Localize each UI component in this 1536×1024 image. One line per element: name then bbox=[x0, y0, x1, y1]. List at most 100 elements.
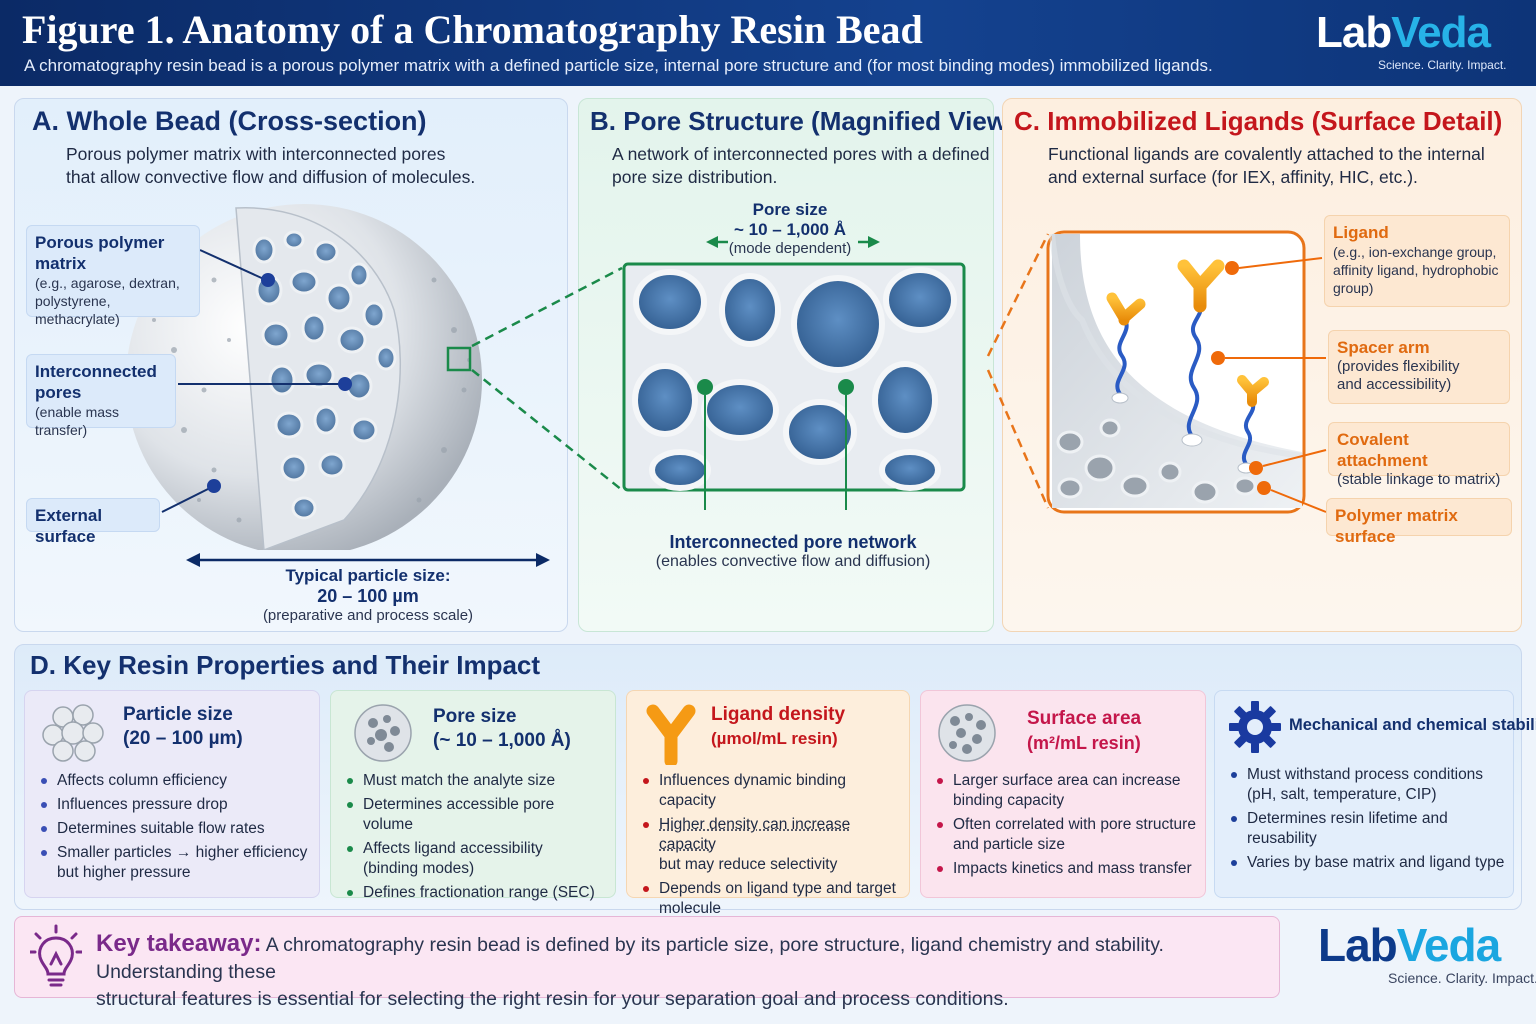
labveda-logo-bottom: LabVeda bbox=[1318, 918, 1501, 972]
card-3-bullet-3-cont: molecule bbox=[659, 900, 722, 917]
takeaway-text: Key takeaway: A chromatography resin bea… bbox=[96, 930, 1266, 1013]
callout-external-surface: External surface bbox=[26, 498, 160, 546]
callout-interconnected-pores: Interconnected pores (enable mass transf… bbox=[26, 354, 176, 438]
particles-icon bbox=[42, 704, 104, 762]
panel-a-description: Porous polymer matrix with interconnecte… bbox=[66, 143, 546, 189]
spacer-sub-1: (provides flexibility bbox=[1337, 358, 1460, 375]
card-3-bullet-2-cont: but may reduce selectivity bbox=[659, 856, 838, 873]
ligand-surface-illustration bbox=[986, 230, 1327, 514]
callout-porous-matrix: Porous polymer matrix (e.g., agarose, de… bbox=[26, 225, 200, 327]
card-3-title: Ligand density (µmol/mL resin) bbox=[711, 703, 845, 751]
card-surface-area: Surface area (m²/mL resin) Larger surfac… bbox=[920, 690, 1206, 898]
card-4-title-2: (m²/mL resin) bbox=[1027, 733, 1141, 753]
key-takeaway-box bbox=[14, 916, 1280, 998]
card-5-bullet-2-cont: reusability bbox=[1247, 830, 1317, 847]
card-pore-size: Pore size (~ 10 – 1,000 Å) Must match th… bbox=[330, 690, 616, 901]
takeaway-label: Key takeaway: bbox=[96, 930, 262, 957]
bead-illustration bbox=[126, 204, 482, 550]
particle-size-label: Typical particle size: 20 – 100 µm (prep… bbox=[200, 566, 536, 624]
card-3-bullets: Influences dynamic binding capacity High… bbox=[641, 771, 901, 923]
card-1-title-1: Particle size bbox=[123, 704, 233, 725]
panel-b-description: A network of interconnected pores with a… bbox=[612, 143, 992, 189]
size-label: Typical particle size: bbox=[285, 566, 451, 585]
surface-marker-c bbox=[1257, 481, 1271, 495]
logo-bottom-tagline: Science. Clarity. Impact. bbox=[1388, 970, 1536, 986]
spacer-title: Spacer arm bbox=[1337, 338, 1430, 357]
callout-matrix-title-1: Porous polymer bbox=[35, 233, 165, 252]
card-1-bullet-4: Smaller particles → higher efficiency bbox=[39, 843, 311, 863]
ligand-y-1 bbox=[1106, 292, 1146, 326]
covalent-marker bbox=[1249, 461, 1263, 475]
card-2-bullet-1: Must match the analyte size bbox=[345, 771, 607, 791]
pore-network-marker-1 bbox=[697, 379, 713, 395]
panel-c-description: Functional ligands are covalently attach… bbox=[1048, 143, 1518, 189]
logo-veda: Veda bbox=[1391, 8, 1491, 57]
panel-b-title: B. Pore Structure (Magnified View) bbox=[590, 106, 1016, 136]
card-5-bullets: Must withstand process conditions (pH, s… bbox=[1229, 765, 1505, 877]
panel-c-desc-line-1: Functional ligands are covalently attach… bbox=[1048, 144, 1485, 164]
covalent-title: Covalent attachment bbox=[1337, 430, 1428, 470]
labveda-logo: LabVeda bbox=[1316, 8, 1491, 58]
network-note: (enables convective flow and diffusion) bbox=[655, 553, 931, 570]
logo-bottom-veda: Veda bbox=[1396, 919, 1501, 971]
spacer-sub-2: and accessibility) bbox=[1337, 376, 1452, 393]
card-4-bullet-3: Impacts kinetics and mass transfer bbox=[935, 859, 1197, 879]
callout-ligand: Ligand (e.g., ion-exchange group, affini… bbox=[1324, 215, 1510, 307]
callout-spacer-arm: Spacer arm (provides flexibility and acc… bbox=[1328, 330, 1510, 404]
pores-marker bbox=[338, 377, 352, 391]
card-3-bullet-2: Higher density can increase capacity bbox=[641, 815, 901, 855]
gear-icon bbox=[1229, 701, 1281, 753]
ligand-title: Ligand bbox=[1333, 223, 1389, 242]
card-5-bullet-1: Must withstand process conditions bbox=[1229, 765, 1505, 785]
callout-matrix-surface: Polymer matrix surface bbox=[1326, 498, 1512, 546]
pore-network-marker-2 bbox=[838, 379, 854, 395]
logo-tagline: Science. Clarity. Impact. bbox=[1378, 58, 1507, 72]
takeaway-line-1: A chromatography resin bead is defined b… bbox=[96, 934, 1164, 983]
ligand-sub-2: affinity ligand, hydrophobic bbox=[1333, 262, 1499, 278]
card-4-title-1: Surface area bbox=[1027, 708, 1142, 729]
card-5-bullet-1-cont: (pH, salt, temperature, CIP) bbox=[1247, 786, 1437, 803]
network-title: Interconnected pore network bbox=[669, 532, 917, 552]
card-3-title-1: Ligand density bbox=[711, 704, 846, 725]
card-4-bullet-2: Often correlated with pore structure bbox=[935, 815, 1197, 835]
lightbulb-icon bbox=[30, 924, 82, 987]
ligand-sub-3: group) bbox=[1333, 280, 1374, 296]
card-1-bullet-4-cont: but higher pressure bbox=[57, 864, 191, 881]
pore-disc-icon bbox=[354, 704, 412, 762]
logo-bottom-lab: Lab bbox=[1318, 919, 1398, 971]
pore-value: ~ 10 – 1,000 Å bbox=[733, 220, 846, 239]
card-5-title: Mechanical and chemical stability bbox=[1289, 716, 1536, 734]
card-ligand-density: Ligand density (µmol/mL resin) Influence… bbox=[626, 690, 910, 917]
panel-b-desc-line-1: A network of interconnected pores with a… bbox=[612, 144, 990, 164]
ligand-y-2 bbox=[1177, 259, 1225, 313]
card-1-bullet-1: Affects column efficiency bbox=[39, 771, 311, 791]
card-4-bullet-1-cont: binding capacity bbox=[953, 792, 1065, 809]
card-2-bullet-3: Affects ligand accessibility bbox=[345, 839, 607, 859]
callout-pores-title-1: Interconnected bbox=[35, 362, 157, 381]
logo-lab: Lab bbox=[1316, 8, 1392, 57]
spacer-marker bbox=[1211, 351, 1225, 365]
callout-covalent: Covalent attachment (stable linkage to m… bbox=[1328, 422, 1510, 488]
ligand-y-3 bbox=[1237, 375, 1269, 407]
panel-c-desc-line-2: and external surface (for IEX, affinity,… bbox=[1048, 167, 1418, 187]
pore-network-label: Interconnected pore network (enables con… bbox=[600, 532, 986, 571]
panel-c-title: C. Immobilized Ligands (Surface Detail) bbox=[1014, 106, 1503, 136]
card-5-bullet-2: Determines resin lifetime and bbox=[1229, 809, 1505, 829]
pore-size-label: Pore size ~ 10 – 1,000 Å (mode dependent… bbox=[690, 200, 890, 257]
card-1-bullets: Affects column efficiency Influences pre… bbox=[39, 771, 311, 887]
card-1-bullet-2: Influences pressure drop bbox=[39, 795, 311, 815]
card-5-bullet-3: Varies by base matrix and ligand type bbox=[1229, 853, 1505, 873]
card-4-bullets: Larger surface area can increase binding… bbox=[935, 771, 1197, 883]
card-1-bullet-3: Determines suitable flow rates bbox=[39, 819, 311, 839]
size-value: 20 – 100 µm bbox=[317, 586, 419, 606]
card-2-bullet-3-cont: (binding modes) bbox=[363, 860, 475, 877]
panel-a-desc-line-1: Porous polymer matrix with interconnecte… bbox=[66, 144, 446, 164]
matrix-marker bbox=[261, 273, 275, 287]
panel-b-desc-line-2: pore size distribution. bbox=[612, 167, 778, 187]
panel-a-title: A. Whole Bead (Cross-section) bbox=[32, 106, 427, 136]
surface-area-icon bbox=[938, 704, 996, 762]
callout-surface-title: External surface bbox=[35, 506, 103, 546]
card-4-bullet-2-cont: and particle size bbox=[953, 836, 1066, 853]
card-4-bullet-1: Larger surface area can increase bbox=[935, 771, 1197, 791]
covalent-sub: (stable linkage to matrix) bbox=[1337, 471, 1501, 488]
